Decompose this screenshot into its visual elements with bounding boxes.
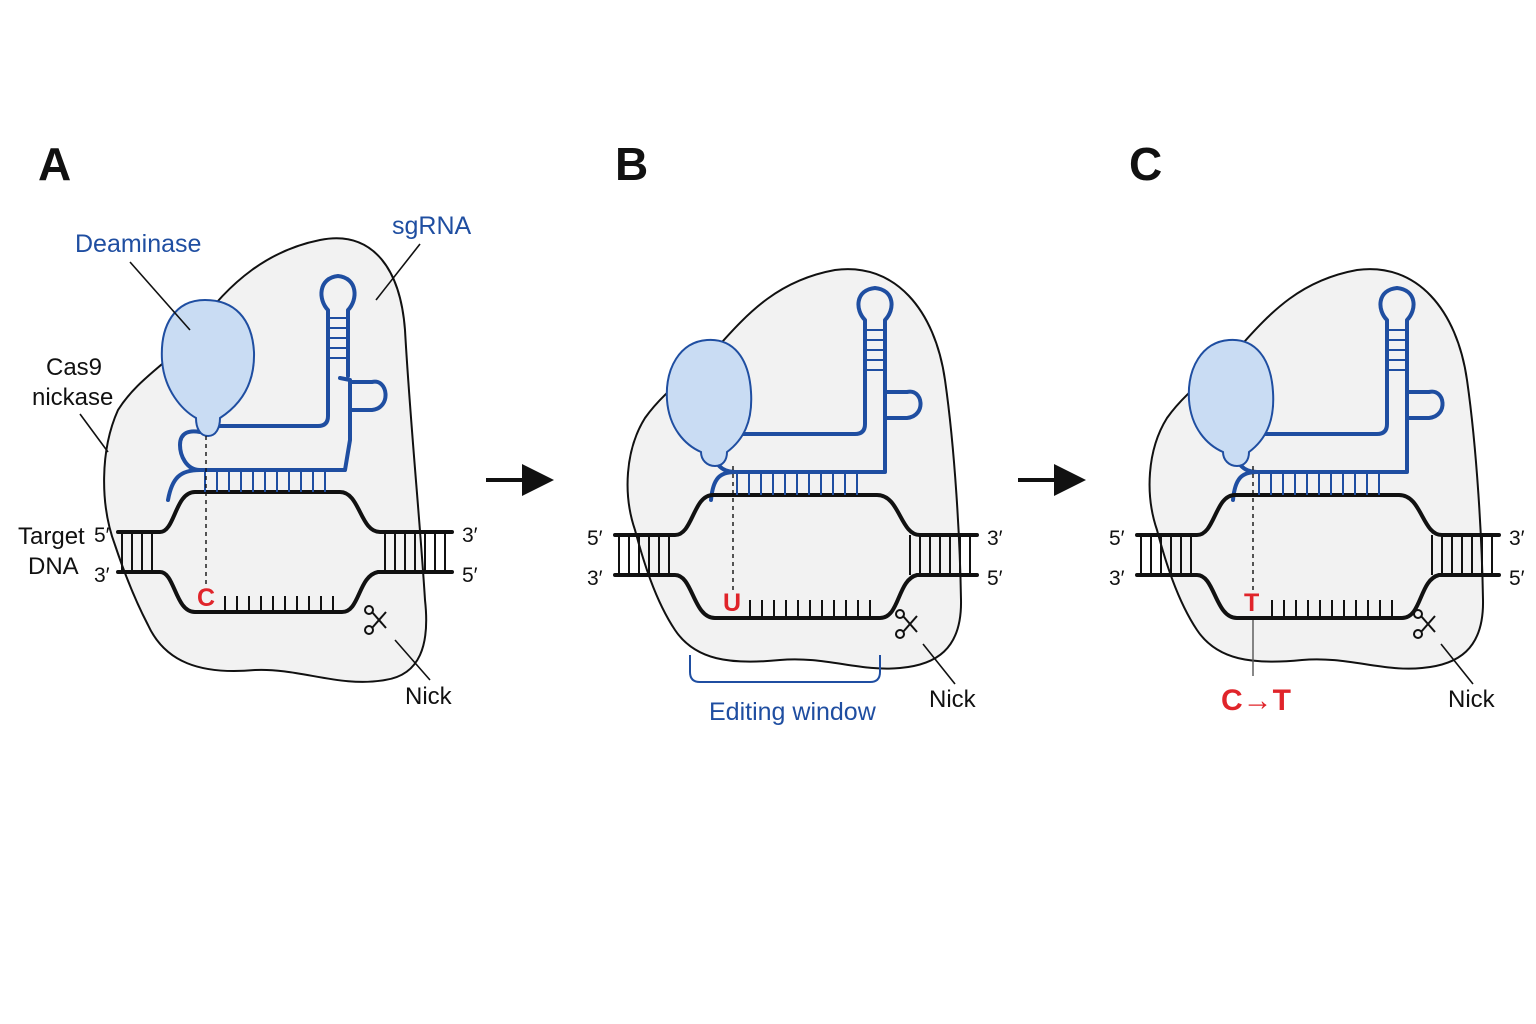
end-bottom-right: 5′ — [1509, 567, 1525, 590]
deaminase-enzyme — [665, 338, 753, 468]
deaminase-leader — [129, 261, 191, 331]
nick-leader — [394, 639, 431, 681]
end-top-right: 3′ — [987, 527, 1003, 550]
nick-label: Nick — [929, 686, 977, 713]
editing-window-bracket — [689, 655, 881, 683]
nick-label: Nick — [405, 683, 453, 710]
end-bottom-right: 5′ — [987, 567, 1003, 590]
sgrna-stem-rungs — [865, 329, 885, 371]
rna-dna-hybrid-rungs — [736, 472, 858, 495]
panel-label: A — [38, 138, 71, 190]
dna-top-strand — [1135, 493, 1501, 537]
end-top-right: 3′ — [462, 524, 478, 547]
dna-duplex-rungs — [121, 532, 446, 572]
nick-leader — [1440, 643, 1474, 685]
end-top-left: 5′ — [94, 524, 110, 547]
scissors-icon — [364, 605, 387, 635]
dna-top-strand — [613, 493, 979, 537]
cas9-nickase-body — [1148, 268, 1485, 670]
panel-label: B — [615, 138, 648, 190]
panel-label: C — [1129, 138, 1162, 190]
scissors-icon — [895, 609, 918, 639]
target-dna-label-line2: DNA — [28, 553, 79, 580]
target-base: U — [723, 589, 741, 617]
editing-window-label: Editing window — [709, 698, 877, 726]
deaminase-enzyme — [160, 298, 256, 438]
dna-top-strand — [116, 490, 454, 534]
sgrna-hairpin-loop — [319, 274, 357, 378]
deaminase-label: Deaminase — [75, 230, 201, 258]
cas9-nickase-body — [626, 268, 963, 670]
conversion-label: C→T — [1221, 684, 1291, 717]
end-bottom-left: 3′ — [1109, 567, 1125, 590]
end-top-right: 3′ — [1509, 527, 1525, 550]
sgrna-side-loop — [883, 389, 923, 420]
end-top-left: 5′ — [587, 527, 603, 550]
single-strand-bases — [1271, 600, 1393, 618]
rna-dna-hybrid-rungs — [1258, 472, 1380, 495]
cas9-label-line2: nickase — [32, 384, 113, 411]
sgrna-strand — [709, 328, 887, 502]
sgrna-stem-rungs — [1387, 329, 1407, 371]
panel-b: B — [587, 138, 1003, 726]
dna-bottom-strand — [1135, 573, 1501, 620]
edited-base: T — [1244, 589, 1259, 617]
panel-c: C — [1109, 138, 1525, 717]
sgrna-stem-rungs — [328, 317, 348, 359]
end-bottom-left: 3′ — [94, 564, 110, 587]
dna-duplex-rungs — [1140, 535, 1493, 575]
dna-bottom-strand — [116, 570, 454, 614]
sgrna-hairpin-loop — [1378, 286, 1416, 402]
deaminase-enzyme — [1187, 338, 1275, 468]
end-top-left: 5′ — [1109, 527, 1125, 550]
dna-bottom-strand — [613, 573, 979, 620]
sgrna-label: sgRNA — [392, 212, 472, 240]
sgrna-hairpin-loop — [856, 286, 894, 402]
nick-leader — [922, 643, 956, 685]
target-base: C — [197, 584, 215, 612]
sgrna-strand — [166, 328, 352, 502]
panel-a: A — [18, 138, 478, 710]
single-strand-bases — [749, 600, 871, 618]
end-bottom-left: 3′ — [587, 567, 603, 590]
sgrna-strand — [1231, 328, 1409, 502]
target-dna-label-line1: Target — [18, 523, 85, 550]
sgrna-side-loop — [1405, 389, 1445, 420]
cas9-label-line1: Cas9 — [46, 354, 102, 381]
single-strand-bases — [224, 596, 334, 612]
sgrna-tail — [178, 429, 202, 472]
end-bottom-right: 5′ — [462, 564, 478, 587]
dna-duplex-rungs — [618, 535, 971, 575]
cas9-leader — [79, 413, 109, 453]
cas9-nickase-body — [103, 237, 428, 683]
rna-dna-hybrid-rungs — [204, 470, 326, 492]
nick-label: Nick — [1448, 686, 1496, 713]
sgrna-leader — [375, 243, 421, 301]
scissors-icon — [1413, 609, 1436, 639]
sgrna-side-loop — [348, 379, 388, 412]
